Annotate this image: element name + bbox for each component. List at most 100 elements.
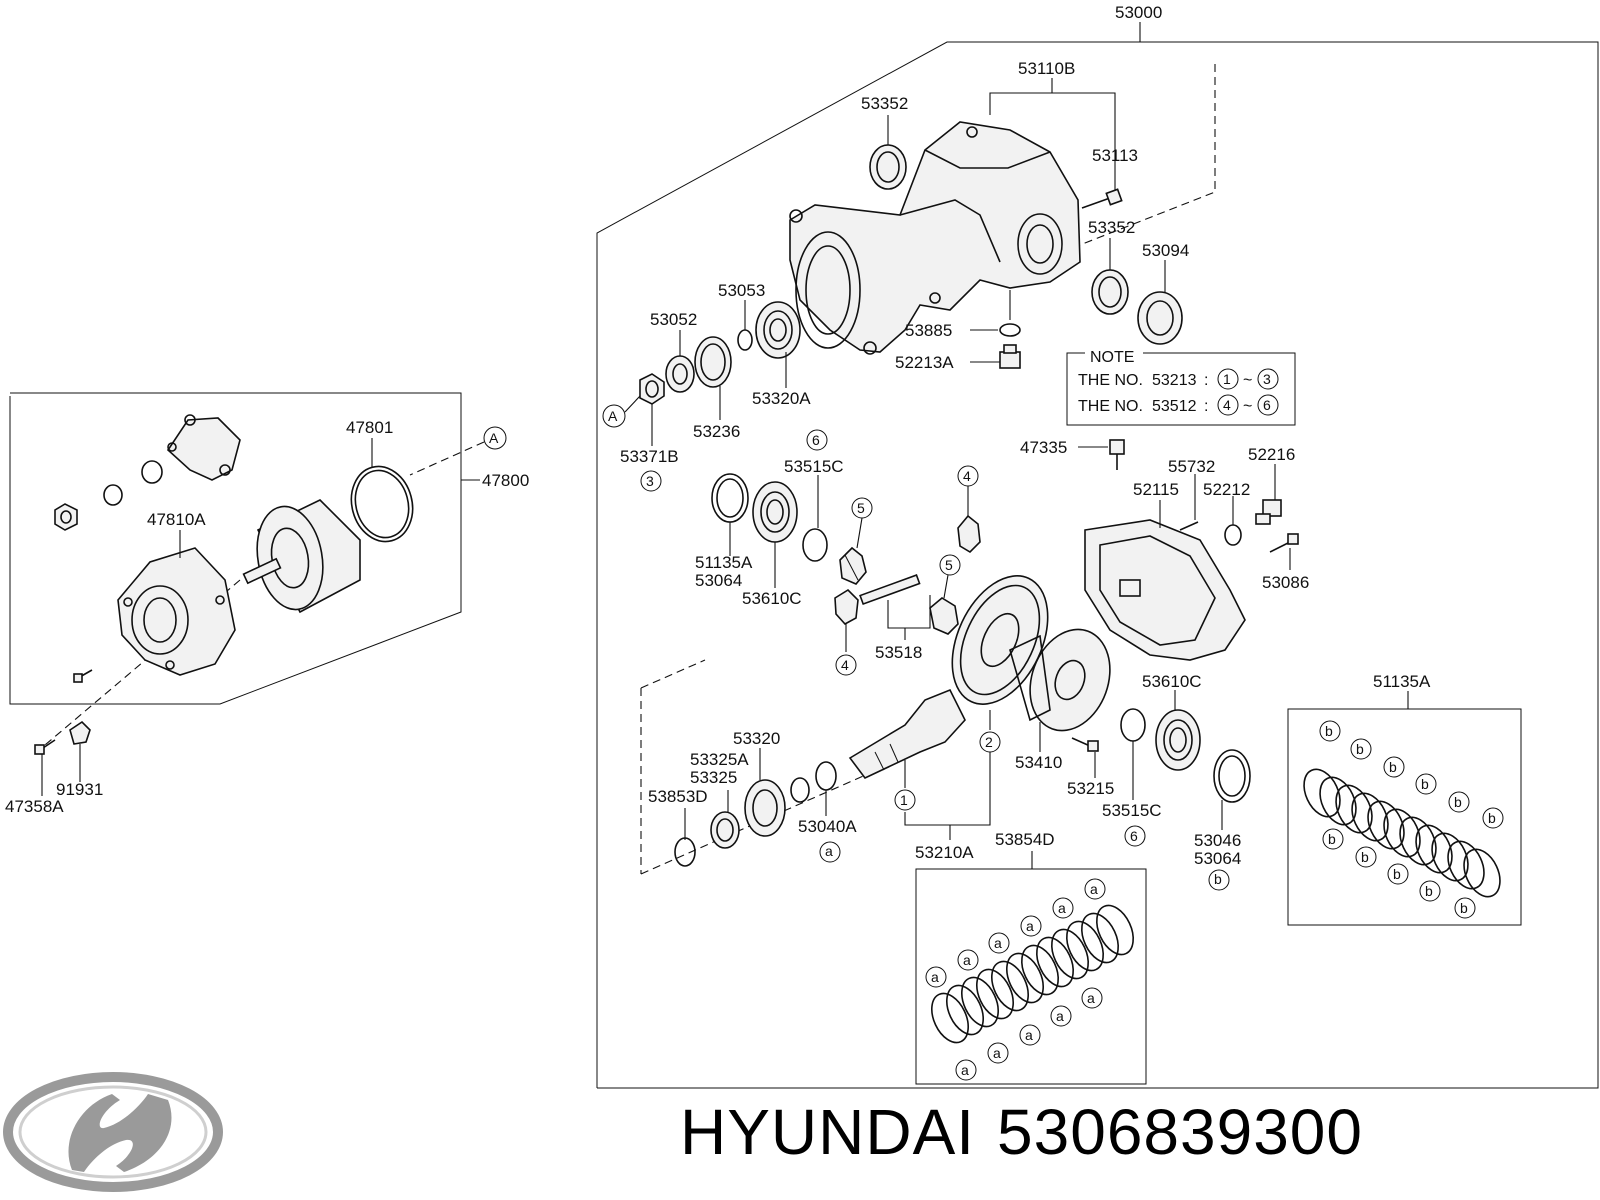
bracket-53518 [887,595,931,629]
label-53325: 53325 [690,768,737,787]
shim-a-callout-letter: a [1087,990,1095,1006]
shim-b-ring [1431,832,1469,882]
brand-name: HYUNDAI [680,1096,976,1168]
pin-55732 [1179,521,1199,531]
label-47335: 47335 [1020,438,1067,457]
washer-small-2 [103,484,123,506]
label-52213A: 52213A [895,353,954,372]
label-53064-upper: 53064 [695,571,742,590]
bracket-53110B [989,92,1116,115]
circle-5-b [939,554,961,576]
shim-a-ring [1081,912,1119,964]
shim-a-ring [1051,928,1089,980]
shim-53046 [1213,749,1251,803]
shim-b-ring [1383,808,1421,858]
shim-b-callout-circle [1383,756,1405,778]
bracket-53210A [904,752,991,826]
note-line2-part: 53512 [1152,398,1197,415]
shim-b-callout-circle [1322,828,1344,850]
shim-a-ring [976,968,1014,1020]
shim-a-ring [1066,920,1104,972]
circle-A-left-text: A [489,430,499,446]
label-53046: 53046 [1194,831,1241,850]
shim-b-callout-circle [1415,773,1437,795]
shim-a-callout-letter: a [1026,918,1034,934]
yoke-flange [166,414,241,481]
shim-a-callout-circle [957,949,979,971]
plug-52216 [1255,499,1282,525]
circle-A-left [483,426,507,450]
shim-b-callout-letter: b [1393,866,1401,882]
circle-5-a-text: 5 [857,500,865,516]
note-line1-from: 1 [1223,371,1231,387]
gear-dash-line-2 [640,772,871,875]
label-53110B: 53110B [1018,59,1075,78]
bearing-53610C-lower [1155,709,1201,771]
axis-dash-47800 [409,441,485,476]
seal-53236 [694,336,732,388]
shim-a-callout-letter: a [961,1062,969,1078]
shim-b-callout-circle [1454,897,1476,919]
part-number: 5306839300 [997,1096,1363,1168]
pinion-gear-right [929,597,959,635]
circle-4-upper-text: 4 [963,468,971,484]
circle-4-a-text: 4 [841,657,849,673]
shim-box-51135A [1287,708,1522,926]
bolt-53215 [1071,737,1099,752]
diff-case-53410 [1009,628,1111,732]
label-53854D: 53854D [995,830,1055,849]
label-53515C-lower: 53515C [1102,801,1162,820]
shim-b-ring [1351,792,1389,842]
leader-5-a [856,517,863,549]
shim-a-callout-letter: a [1056,1008,1064,1024]
shim-a-ring [1096,904,1134,956]
washer-52212 [1224,524,1242,546]
note-line2-from: 4 [1223,397,1231,413]
note-line1-tilde: ~ [1243,372,1252,389]
note-line2-tilde: ~ [1243,398,1252,415]
label-52216: 52216 [1248,445,1295,464]
shim-b-callout-circle [1419,880,1441,902]
circle-b-53064-text: b [1214,871,1222,887]
shim-b-callout-letter: b [1361,849,1369,865]
label-53410: 53410 [1015,753,1062,772]
label-53053: 53053 [718,281,765,300]
shim-b-callout-circle [1350,738,1372,760]
circle-6-lower [1124,825,1146,847]
circle-b-53064 [1208,869,1230,891]
label-53086: 53086 [1262,573,1309,592]
shim-a-callout-circle [1019,1024,1041,1046]
note-line2-from-circle [1217,394,1239,416]
shim-b-callout-circle [1387,863,1409,885]
shim-b-callout-circle [1448,791,1470,813]
label-53210A: 53210A [915,843,974,862]
shim-box-53854D [915,868,1147,1085]
shim-b-callout-letter: b [1356,741,1364,757]
main-assembly-frame [596,41,1599,1089]
circle-1 [894,789,916,811]
label-53515C-upper: 53515C [784,457,844,476]
shim-a-callout-letter: a [1058,900,1066,916]
bearing-53610C-upper [752,481,798,543]
hyundai-logo-icon [3,1072,223,1192]
ring-53053 [737,329,753,351]
shim-a-callout-letter: a [931,969,939,985]
circle-2-text: 2 [985,734,993,750]
shim-a-callout-letter: a [994,935,1002,951]
circle-a-53040A-text: a [825,843,833,859]
note-line1-sep: : [1204,372,1208,389]
label-47801: 47801 [346,418,393,437]
label-91931: 91931 [56,780,103,799]
bearing-53320 [744,779,786,837]
circle-A-right-text: A [608,408,618,424]
shim-b-callout-letter: b [1389,759,1397,775]
oring-47801 [350,465,414,543]
shim-a-callout-letter: a [1090,881,1098,897]
shim-b-ring [1415,824,1453,874]
label-47800: 47800 [482,471,529,490]
shim-a-callout-circle [1081,987,1103,1009]
ring-53040A-a [790,777,810,803]
label-53052: 53052 [650,310,697,329]
shim-a-callout-circle [1020,915,1042,937]
